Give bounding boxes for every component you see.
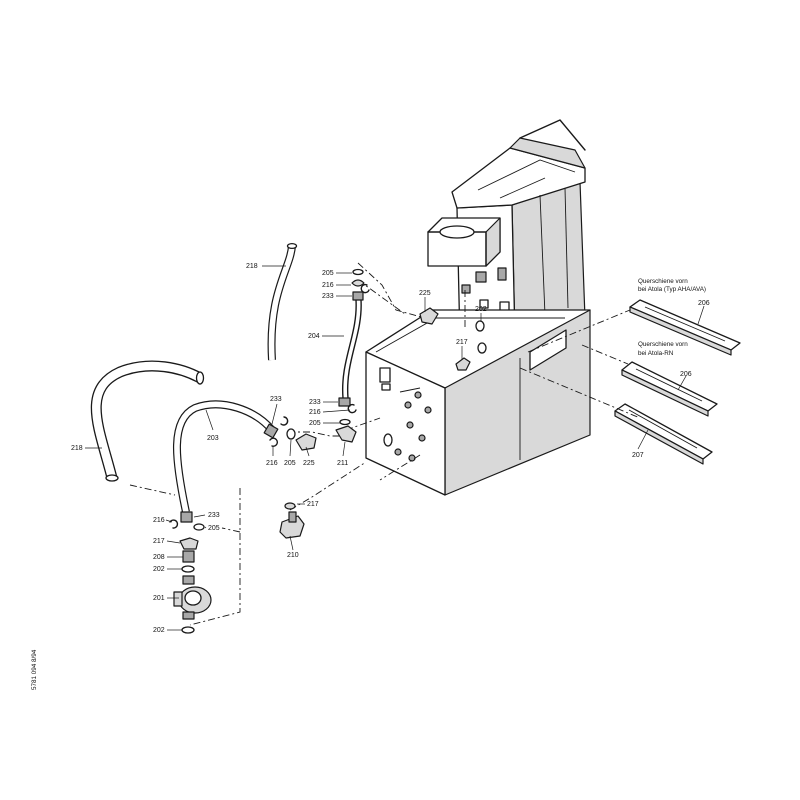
document-code: 5781 094 8/94	[31, 649, 38, 690]
label-202: 202	[153, 627, 165, 634]
cross-rail-206-upper	[629, 299, 741, 356]
part-labels: 218 205 216 233 204 225 202 217 233 216 …	[71, 263, 710, 634]
hose-204	[341, 299, 362, 399]
label-216: 216	[266, 460, 278, 467]
rail-note-1-line-1: Querschiene vorn	[638, 278, 688, 285]
hose-218-large	[90, 360, 205, 482]
label-202: 202	[153, 566, 165, 573]
label-217: 217	[456, 339, 468, 346]
label-208: 208	[153, 554, 165, 561]
label-201: 201	[153, 595, 165, 602]
label-211: 211	[337, 460, 348, 467]
label-225: 225	[303, 460, 315, 467]
rail-notes: Querschiene vorn bei Atola (Typ AHA/AVA)…	[638, 278, 706, 357]
label-218: 218	[246, 263, 258, 270]
hose-203	[173, 400, 276, 513]
boiler-unit	[365, 119, 591, 496]
rail-note-1-line-2: bei Atola (Typ AHA/AVA)	[638, 286, 706, 293]
label-218: 218	[71, 445, 83, 452]
label-233: 233	[270, 396, 282, 403]
rail-note-2-line-1: Querschiene vorn	[638, 341, 688, 348]
label-207: 207	[632, 452, 644, 459]
label-204: 204	[308, 333, 320, 340]
label-217: 217	[307, 501, 319, 508]
label-233: 233	[309, 399, 321, 406]
label-210: 210	[287, 552, 299, 559]
label-206: 206	[698, 300, 710, 307]
label-225: 225	[419, 290, 431, 297]
label-216: 216	[309, 409, 321, 416]
label-205: 205	[208, 525, 220, 532]
label-216: 216	[322, 282, 334, 289]
label-205: 205	[309, 420, 321, 427]
rail-note-2-line-2: bei Atola-RN	[638, 350, 674, 357]
leader-lines	[85, 265, 705, 631]
label-205: 205	[284, 460, 296, 467]
label-202: 202	[475, 306, 487, 313]
label-217: 217	[153, 538, 165, 545]
label-206: 206	[680, 371, 692, 378]
cross-rail-207	[614, 403, 713, 465]
label-205: 205	[322, 270, 334, 277]
label-233: 233	[322, 293, 334, 300]
label-233: 233	[208, 512, 220, 519]
cross-rail-206-lower	[621, 361, 718, 417]
label-216: 216	[153, 517, 165, 524]
pump-201	[173, 575, 212, 620]
fittings	[169, 268, 487, 634]
label-203: 203	[207, 435, 219, 442]
hose-218-upper	[267, 242, 298, 361]
assembly-centerlines	[129, 262, 641, 626]
